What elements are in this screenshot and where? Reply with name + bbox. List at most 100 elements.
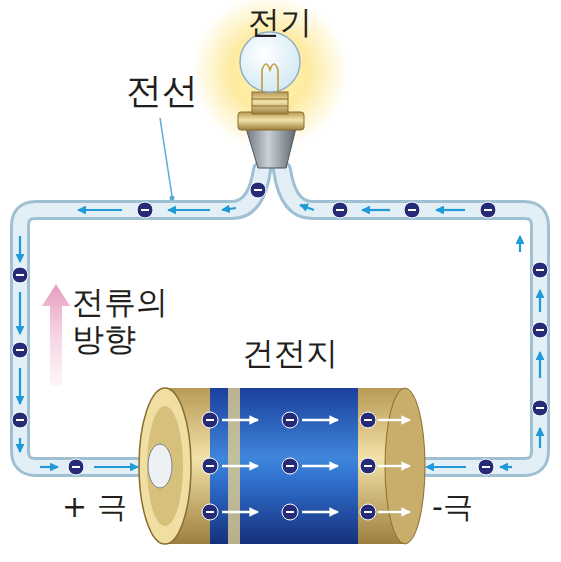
flow-arrow <box>519 236 521 252</box>
bulb-thread <box>252 99 288 100</box>
flow-arrow <box>378 419 410 421</box>
battery <box>139 388 425 544</box>
electron-ball <box>12 267 28 283</box>
electron <box>532 262 548 278</box>
minus-sign <box>206 419 214 421</box>
flow-arrow <box>78 209 122 211</box>
flow-arrow <box>436 209 465 211</box>
flow-arrow <box>222 465 258 467</box>
electron <box>282 504 298 520</box>
positive-terminal <box>148 444 172 488</box>
electron <box>137 202 153 218</box>
flow-arrow <box>40 466 58 468</box>
minus-sign <box>484 209 492 211</box>
electron <box>250 182 266 198</box>
leader-dot <box>170 196 175 201</box>
electron-ball <box>480 202 496 218</box>
electron-flow <box>12 182 548 520</box>
flow-arrow <box>222 208 236 210</box>
flow-arrow <box>302 465 338 467</box>
wire-label: 전선 <box>126 70 198 111</box>
battery-cap-inner <box>147 406 183 526</box>
electron-ball <box>202 458 218 474</box>
minus-sign <box>364 465 372 467</box>
electron-ball <box>12 412 28 428</box>
electron-ball <box>332 202 348 218</box>
filament <box>262 64 278 92</box>
electron-ball <box>532 400 548 416</box>
bulb-glass <box>240 32 300 92</box>
flow-arrow <box>19 236 21 262</box>
flow-arrow <box>94 466 138 468</box>
flow-arrow <box>426 466 466 468</box>
electron <box>478 459 494 475</box>
bulb-thread <box>252 106 288 107</box>
positive-label: + 극 <box>62 490 127 525</box>
electron <box>532 322 548 338</box>
electron-ball <box>68 459 84 475</box>
minus-sign <box>408 209 416 211</box>
minus-sign <box>286 465 294 467</box>
battery-label: 건전지 <box>242 335 338 372</box>
socket <box>246 128 296 168</box>
minus-sign <box>141 209 149 211</box>
minus-sign <box>16 419 24 421</box>
minus-sign <box>16 274 24 276</box>
electron <box>360 412 376 428</box>
electron-ball <box>137 202 153 218</box>
minus-sign <box>72 466 80 468</box>
electron <box>202 504 218 520</box>
electron-ball <box>282 412 298 428</box>
electron <box>282 458 298 474</box>
minus-sign <box>206 465 214 467</box>
current-label: 전류의 방향 <box>72 284 182 358</box>
minus-sign <box>536 407 544 409</box>
electron <box>12 412 28 428</box>
flow-arrow <box>539 352 541 378</box>
electron <box>202 458 218 474</box>
battery-cap <box>139 388 191 544</box>
electron-ball <box>282 458 298 474</box>
electron-ball <box>360 458 376 474</box>
minus-sign <box>286 419 294 421</box>
bulb-base <box>238 112 304 130</box>
minus-sign <box>206 511 214 513</box>
minus-sign <box>364 419 372 421</box>
electron <box>68 459 84 475</box>
electron-ball <box>250 182 266 198</box>
flow-arrow <box>539 290 541 312</box>
electron <box>532 400 548 416</box>
electron-ball <box>360 412 376 428</box>
minus-sign <box>286 511 294 513</box>
flow-arrow <box>19 438 21 452</box>
electron <box>282 412 298 428</box>
electron-ball <box>12 342 28 358</box>
flow-arrow <box>222 419 258 421</box>
electron-ball <box>282 504 298 520</box>
electron <box>360 504 376 520</box>
electron <box>360 458 376 474</box>
electron <box>480 202 496 218</box>
light-bulb <box>238 32 304 168</box>
flow-arrow <box>302 419 338 421</box>
electron-ball <box>360 504 376 520</box>
electron <box>202 412 218 428</box>
flow-arrow <box>378 511 410 513</box>
electron-ball <box>202 504 218 520</box>
electron-ball <box>532 322 548 338</box>
bulb-glow <box>192 0 348 150</box>
negative-label: -극 <box>432 490 473 525</box>
flow-arrow <box>302 511 338 513</box>
flow-arrow <box>362 209 390 211</box>
electron <box>12 267 28 283</box>
flow-arrow <box>222 511 258 513</box>
flow-arrow <box>19 368 21 404</box>
electron-ball <box>202 412 218 428</box>
bulb-label: 전기 <box>248 4 312 41</box>
electron-ball <box>404 202 420 218</box>
flow-arrow <box>500 466 512 468</box>
leader-line <box>160 118 172 196</box>
battery-body <box>165 388 405 544</box>
